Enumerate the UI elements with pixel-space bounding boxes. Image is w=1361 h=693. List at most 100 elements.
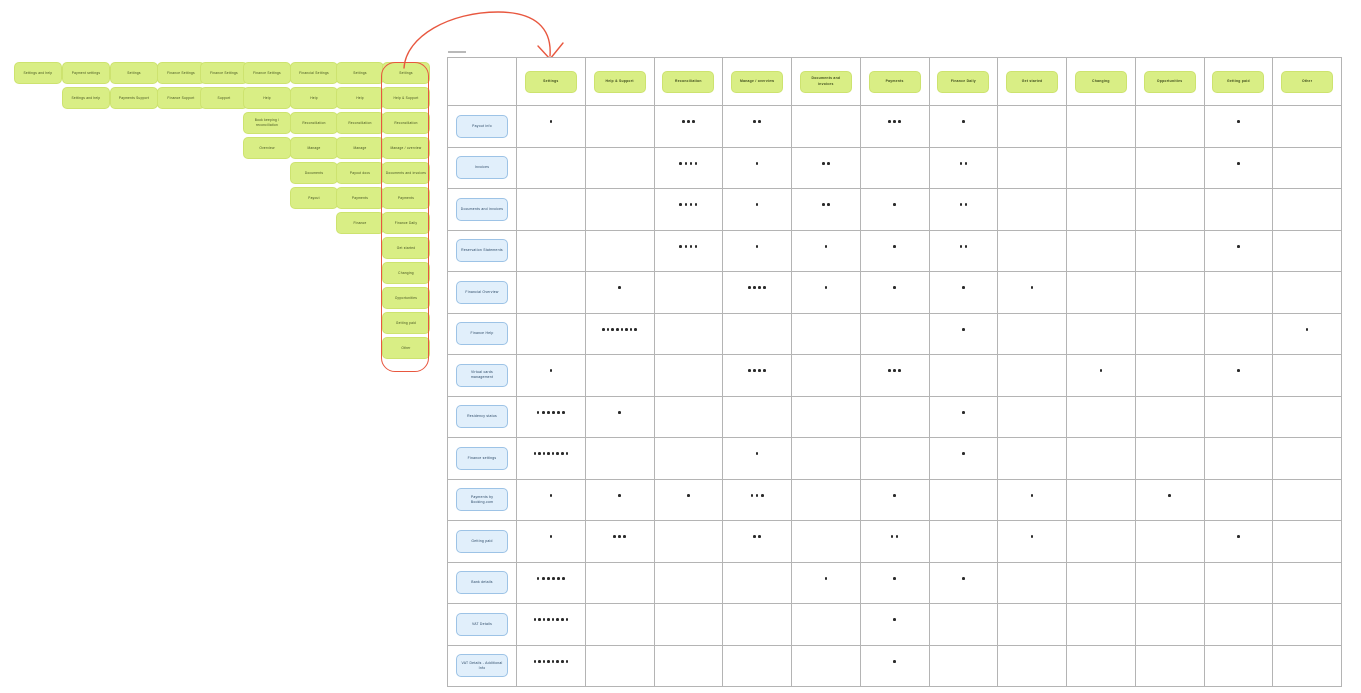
matrix-cell[interactable] xyxy=(1066,105,1136,148)
matrix-cell[interactable] xyxy=(1203,561,1274,604)
card-sort-card[interactable]: Other xyxy=(382,337,430,359)
matrix-column-chip[interactable]: Changing xyxy=(1074,70,1127,93)
matrix-cell[interactable] xyxy=(1272,520,1342,563)
matrix-cell[interactable] xyxy=(1272,188,1342,231)
card-sort-card[interactable]: Changing xyxy=(382,262,430,284)
matrix-row-header[interactable]: Invoices xyxy=(447,146,517,189)
matrix-cell[interactable] xyxy=(1203,354,1274,397)
matrix-cell[interactable] xyxy=(584,395,655,438)
matrix-cell[interactable] xyxy=(1203,146,1274,189)
matrix-cell[interactable] xyxy=(791,603,861,646)
matrix-cell[interactable] xyxy=(516,146,586,189)
matrix-column-header[interactable]: Opportunities xyxy=(1134,57,1205,106)
matrix-cell[interactable] xyxy=(859,354,930,397)
matrix-cell[interactable] xyxy=(1066,437,1136,480)
matrix-cell[interactable] xyxy=(859,520,930,563)
matrix-row-chip[interactable]: VAT Details - Additional Info xyxy=(456,654,508,678)
matrix-cell[interactable] xyxy=(722,478,792,521)
matrix-cell[interactable] xyxy=(1203,644,1274,687)
matrix-cell[interactable] xyxy=(928,271,999,314)
matrix-cell[interactable] xyxy=(1203,105,1274,148)
matrix-cell[interactable] xyxy=(584,603,655,646)
matrix-column-header[interactable]: Documents and invoices xyxy=(791,57,861,106)
matrix-cell[interactable] xyxy=(1066,561,1136,604)
matrix-cell[interactable] xyxy=(928,644,999,687)
matrix-cell[interactable] xyxy=(859,312,930,355)
matrix-cell[interactable] xyxy=(1066,188,1136,231)
matrix-cell[interactable] xyxy=(1272,561,1342,604)
matrix-cell[interactable] xyxy=(791,520,861,563)
matrix-row-header[interactable]: Payout info xyxy=(447,105,517,148)
card-sort-card[interactable]: Payments xyxy=(382,187,430,209)
matrix-cell[interactable] xyxy=(722,312,792,355)
matrix-cell[interactable] xyxy=(1272,146,1342,189)
matrix-row-chip[interactable]: Getting paid xyxy=(456,529,508,553)
matrix-cell[interactable] xyxy=(722,520,792,563)
matrix-cell[interactable] xyxy=(859,395,930,438)
matrix-cell[interactable] xyxy=(584,437,655,480)
matrix-cell[interactable] xyxy=(653,229,724,272)
matrix-cell[interactable] xyxy=(722,603,792,646)
matrix-cell[interactable] xyxy=(653,561,724,604)
matrix-cell[interactable] xyxy=(997,644,1067,687)
matrix-cell[interactable] xyxy=(516,395,586,438)
card-sort-card[interactable]: Support xyxy=(200,87,248,109)
matrix-cell[interactable] xyxy=(516,644,586,687)
matrix-cell[interactable] xyxy=(859,603,930,646)
matrix-cell[interactable] xyxy=(928,354,999,397)
matrix-cell[interactable] xyxy=(584,146,655,189)
card-sort-card[interactable]: Financial Settings xyxy=(290,62,338,84)
matrix-cell[interactable] xyxy=(584,561,655,604)
matrix-cell[interactable] xyxy=(1272,229,1342,272)
matrix-cell[interactable] xyxy=(997,561,1067,604)
matrix-cell[interactable] xyxy=(1134,395,1205,438)
matrix-cell[interactable] xyxy=(928,229,999,272)
card-sort-card[interactable]: Opportunities xyxy=(382,287,430,309)
matrix-cell[interactable] xyxy=(516,312,586,355)
card-sort-card[interactable]: Manage xyxy=(290,137,338,159)
matrix-cell[interactable] xyxy=(928,478,999,521)
matrix-column-header[interactable]: Help & Support xyxy=(584,57,655,106)
matrix-cell[interactable] xyxy=(653,478,724,521)
matrix-column-chip[interactable]: Other xyxy=(1281,70,1334,93)
matrix-cell[interactable] xyxy=(997,478,1067,521)
matrix-cell[interactable] xyxy=(516,437,586,480)
matrix-cell[interactable] xyxy=(791,561,861,604)
matrix-cell[interactable] xyxy=(1134,644,1205,687)
matrix-cell[interactable] xyxy=(1066,312,1136,355)
card-sort-card[interactable]: Finance Support xyxy=(157,87,205,109)
matrix-cell[interactable] xyxy=(722,561,792,604)
matrix-column-chip[interactable]: Help & Support xyxy=(593,70,646,93)
matrix-cell[interactable] xyxy=(928,520,999,563)
matrix-cell[interactable] xyxy=(1272,603,1342,646)
matrix-column-header[interactable]: Get started xyxy=(997,57,1067,106)
matrix-cell[interactable] xyxy=(722,354,792,397)
matrix-cell[interactable] xyxy=(1134,312,1205,355)
matrix-cell[interactable] xyxy=(1134,229,1205,272)
matrix-cell[interactable] xyxy=(1066,354,1136,397)
matrix-cell[interactable] xyxy=(516,188,586,231)
card-sort-card[interactable]: Reconciliation xyxy=(290,112,338,134)
card-sort-card[interactable]: Overview xyxy=(243,137,291,159)
card-sort-card[interactable]: Payout xyxy=(290,187,338,209)
matrix-row-chip[interactable]: VAT Details xyxy=(456,612,508,636)
matrix-cell[interactable] xyxy=(516,271,586,314)
matrix-cell[interactable] xyxy=(928,105,999,148)
matrix-cell[interactable] xyxy=(1134,561,1205,604)
matrix-cell[interactable] xyxy=(928,395,999,438)
matrix-cell[interactable] xyxy=(1134,271,1205,314)
matrix-row-header[interactable]: Payments by Booking.com xyxy=(447,478,517,521)
matrix-cell[interactable] xyxy=(859,437,930,480)
matrix-column-chip[interactable]: Documents and invoices xyxy=(799,70,852,93)
matrix-cell[interactable] xyxy=(1203,188,1274,231)
matrix-column-chip[interactable]: Finance Daily xyxy=(937,70,990,93)
matrix-cell[interactable] xyxy=(997,312,1067,355)
matrix-cell[interactable] xyxy=(516,561,586,604)
matrix-cell[interactable] xyxy=(653,354,724,397)
matrix-row-chip[interactable]: Finance Help xyxy=(456,322,508,346)
matrix-cell[interactable] xyxy=(997,603,1067,646)
matrix-cell[interactable] xyxy=(722,395,792,438)
matrix-cell[interactable] xyxy=(516,478,586,521)
card-sort-card[interactable]: Help & Support xyxy=(382,87,430,109)
matrix-cell[interactable] xyxy=(1203,312,1274,355)
